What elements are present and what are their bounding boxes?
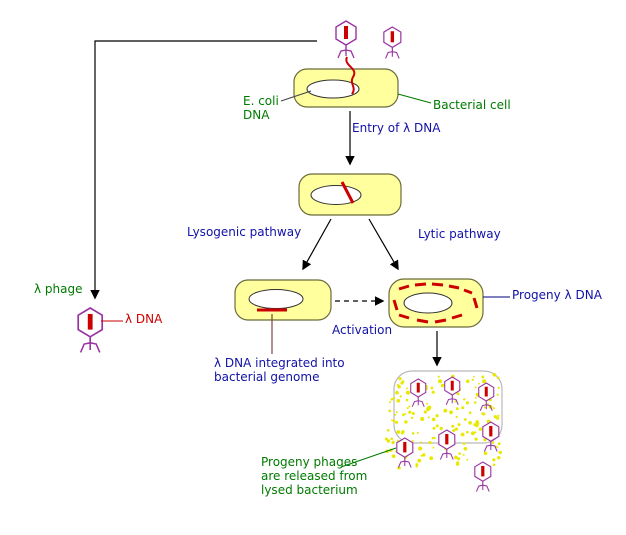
label-integrated-dna: λ DNA integrated into bacterial genome: [214, 356, 345, 384]
progeny-phage: [396, 437, 414, 468]
progeny-phage: [474, 461, 492, 492]
top-phage-2: [383, 26, 402, 59]
progeny-phage: [482, 421, 500, 452]
pointer-released-phages: [340, 447, 397, 468]
lambda-dna-entering: [345, 56, 356, 95]
label-activation: Activation: [332, 323, 393, 337]
arrow-lysogenic: [302, 218, 332, 271]
label-lambda-phage: λ phage: [34, 282, 83, 296]
lytic-cell-dna-oval: [403, 292, 453, 314]
arrow-to-lambda-phage: [90, 40, 317, 300]
label-lytic-pathway: Lytic pathway: [418, 227, 501, 241]
label-released-phages: Progeny phages are released from lysed b…: [261, 455, 368, 497]
lysed-cell: [384, 370, 503, 492]
label-bacterial-cell: Bacterial cell: [433, 98, 511, 112]
arrow-lytic: [368, 218, 399, 271]
lytic-cell: [388, 278, 484, 328]
progeny-dna-fragments: [392, 282, 479, 324]
progeny-phage: [438, 429, 456, 460]
infected-cell-dna-oval: [310, 185, 362, 205]
lysogenic-dna-oval: [248, 289, 304, 309]
lambda-phage-icon: [77, 307, 104, 353]
bacterial-cell: [293, 56, 399, 108]
lambda-dna-in-cell: [340, 181, 355, 204]
pointer-bacterial-cell: [397, 93, 432, 104]
label-lambda-dna: λ DNA: [125, 312, 163, 326]
label-ecoli-dna: E. coli DNA: [243, 94, 279, 122]
lysogenic-cell: [234, 279, 332, 321]
progeny-phage: [478, 382, 495, 411]
pointer-ecoli-dna: [280, 90, 312, 102]
label-lysogenic-pathway: Lysogenic pathway: [187, 225, 302, 239]
progeny-phage: [444, 376, 461, 405]
label-progeny-dna: Progeny λ DNA: [512, 288, 602, 302]
label-entry: Entry of λ DNA: [352, 121, 441, 135]
progeny-phage: [410, 378, 427, 407]
infected-cell: [298, 173, 402, 216]
ecoli-dna-oval: [306, 79, 360, 99]
top-phage-1: [335, 20, 357, 59]
